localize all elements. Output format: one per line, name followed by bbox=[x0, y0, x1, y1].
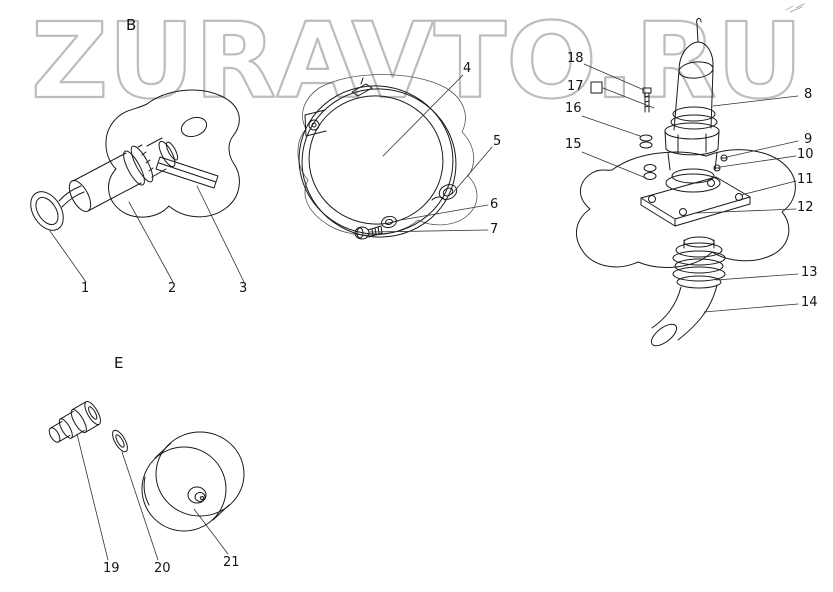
callout-19: 19 bbox=[103, 561, 120, 576]
clamp-ring-art bbox=[297, 74, 493, 240]
callout-20: 20 bbox=[154, 561, 171, 576]
panel-hole bbox=[180, 116, 208, 138]
sensor-drum-part-21 bbox=[141, 431, 245, 532]
small-ring-part-5 bbox=[431, 184, 458, 201]
nuts-part-15 bbox=[643, 164, 657, 180]
hose-coupling-part-13 bbox=[672, 236, 726, 289]
lock-cylinder-part-2 bbox=[68, 137, 179, 212]
tank-panel-outline bbox=[575, 149, 796, 268]
group-e-art bbox=[48, 400, 245, 561]
corner-scribble bbox=[785, 3, 805, 13]
callout-6: 6 bbox=[490, 197, 499, 212]
callout-3: 3 bbox=[239, 281, 248, 296]
callout-9: 9 bbox=[804, 132, 813, 147]
callout-7: 7 bbox=[490, 222, 499, 237]
callout-8: 8 bbox=[804, 87, 813, 102]
callout-1: 1 bbox=[81, 281, 90, 296]
washers-part-16 bbox=[639, 134, 653, 149]
sender-assembly-art bbox=[575, 17, 799, 347]
callout-14: 14 bbox=[801, 295, 818, 310]
callout-5: 5 bbox=[493, 134, 502, 149]
callout-13: 13 bbox=[801, 265, 818, 280]
hose-part-14 bbox=[650, 284, 718, 347]
seal-ring-part-1 bbox=[30, 191, 64, 231]
group-b-art bbox=[30, 89, 245, 283]
group-b-leader-lines bbox=[49, 185, 245, 283]
fitting-part-19 bbox=[48, 400, 101, 443]
bracket-strip-part-3 bbox=[155, 156, 219, 189]
callout-11: 11 bbox=[797, 172, 814, 187]
ring-buckle bbox=[304, 109, 327, 137]
watermark-text: ZURAVTO.RU bbox=[31, 0, 803, 122]
sender-leader-lines bbox=[581, 63, 799, 313]
shim-plate-part-17 bbox=[590, 81, 603, 94]
callout-2: 2 bbox=[168, 281, 177, 296]
section-label-e: E bbox=[114, 354, 124, 372]
callout-15: 15 bbox=[565, 137, 582, 152]
clamp-ring-leader-lines bbox=[369, 74, 493, 233]
screws-part-9-10 bbox=[713, 154, 728, 172]
callout-10: 10 bbox=[797, 147, 814, 162]
callout-18: 18 bbox=[567, 51, 584, 66]
callout-4: 4 bbox=[463, 61, 472, 76]
washer-part-20 bbox=[112, 429, 128, 453]
callout-16: 16 bbox=[565, 101, 582, 116]
callout-21: 21 bbox=[223, 555, 240, 570]
valve-body-part-8 bbox=[664, 17, 721, 193]
group-e-leader-lines bbox=[76, 433, 229, 561]
callout-12: 12 bbox=[797, 200, 814, 215]
flange-plate-part-12 bbox=[640, 176, 751, 227]
bolt-part-18 bbox=[642, 87, 652, 113]
panel-outline bbox=[105, 89, 240, 218]
section-label-b: B bbox=[126, 16, 137, 34]
callout-17: 17 bbox=[567, 79, 584, 94]
